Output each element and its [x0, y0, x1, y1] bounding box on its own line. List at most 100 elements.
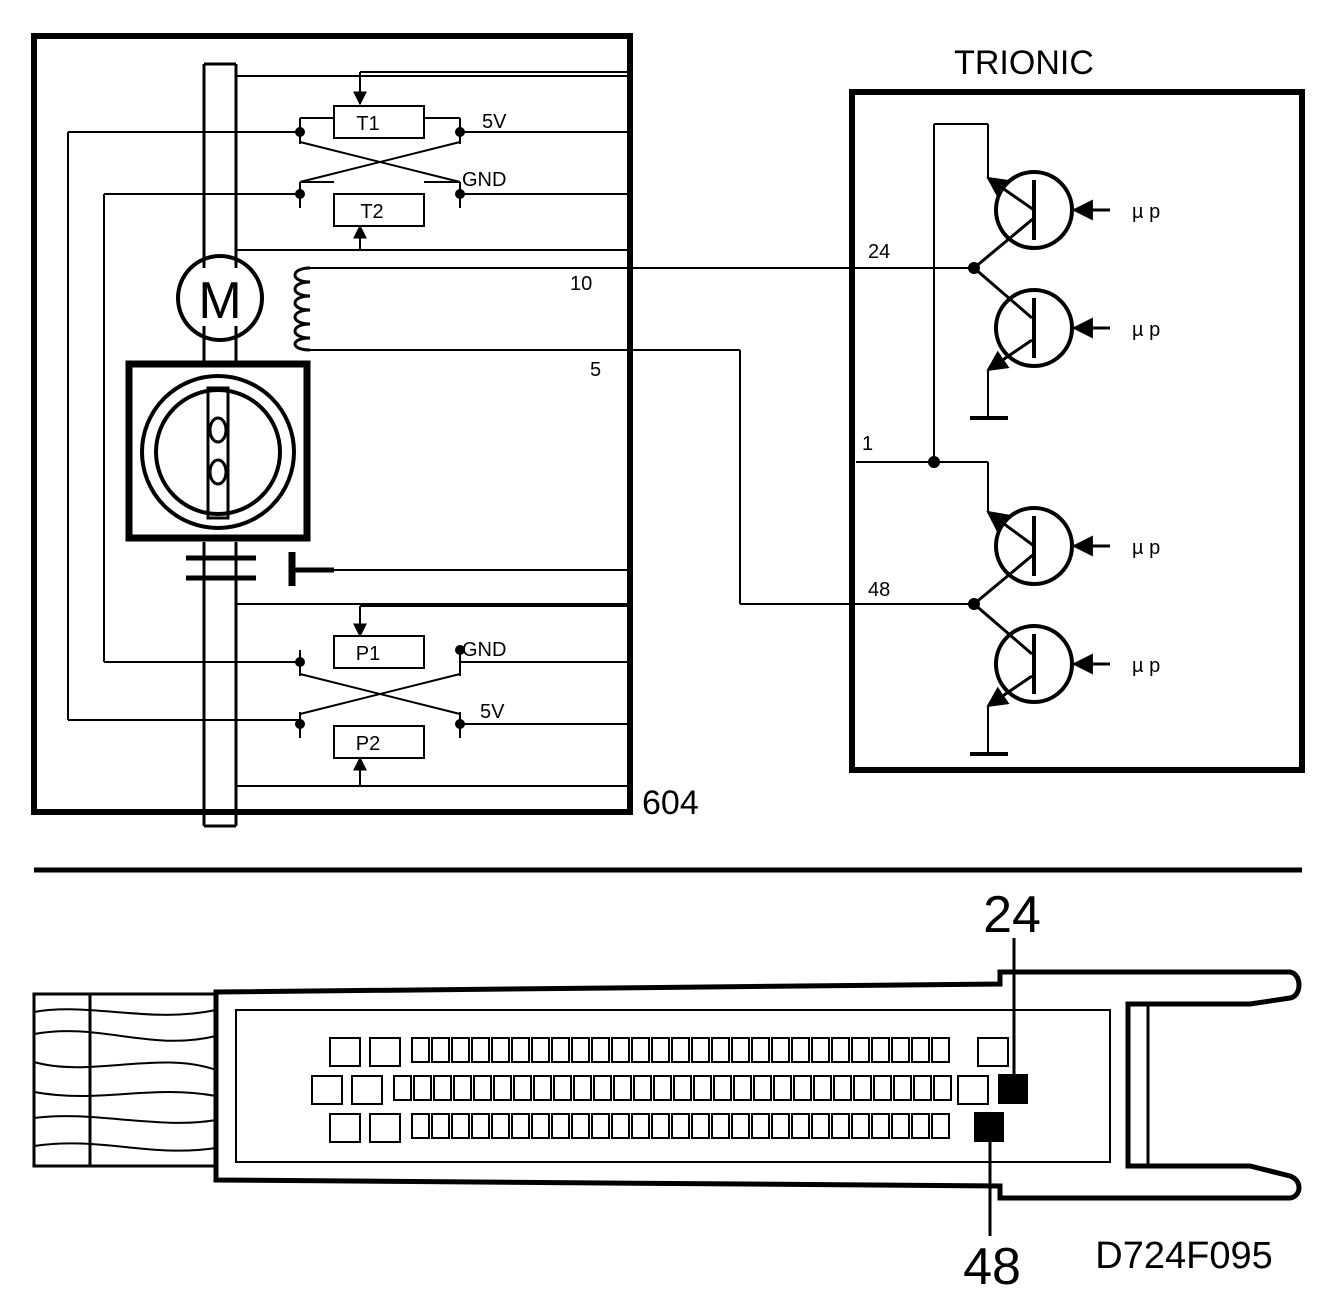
connector-pin-cell-large — [329, 1113, 361, 1143]
connector-pin-cell — [931, 1037, 950, 1063]
connector-pin-cell — [791, 1113, 810, 1139]
connector-pin-cell — [631, 1037, 650, 1063]
connector-pin-cell — [871, 1037, 890, 1063]
connector-pin-cell — [933, 1075, 952, 1101]
connector-pin-cell — [711, 1113, 730, 1139]
connector-pin-48 — [974, 1112, 1004, 1142]
sensor-p1-label: P1 — [356, 643, 380, 665]
sensor-t1-label: T1 — [356, 113, 379, 135]
transistor-q4-icon — [970, 602, 1110, 756]
connector-pin-cell — [751, 1113, 770, 1139]
tps-bottom-wiring — [68, 603, 628, 787]
connector-pin-cell-large — [957, 1075, 989, 1105]
wire-10-label: 10 — [570, 273, 592, 295]
connector-pin-cell — [671, 1037, 690, 1063]
connector-pin-cell — [653, 1075, 672, 1101]
connector-pin-cell — [533, 1075, 552, 1101]
connector-pin-cell — [833, 1075, 852, 1101]
connector-pin-cell-large — [311, 1075, 343, 1105]
connector-pin-cell — [453, 1075, 472, 1101]
connector-pin-cell — [573, 1075, 592, 1101]
connector-pin-cell — [451, 1037, 470, 1063]
connector-pin-cell — [613, 1075, 632, 1101]
connector-pin-cell — [713, 1075, 732, 1101]
connector-pin-cell — [891, 1113, 910, 1139]
connector-pin-cell — [611, 1037, 630, 1063]
connector-pin-cell — [913, 1075, 932, 1101]
connector-pin-cell — [893, 1075, 912, 1101]
connector-pin-cell — [873, 1075, 892, 1101]
connector-pin-cell — [911, 1037, 930, 1063]
connector-pin-cell — [551, 1113, 570, 1139]
q2-input-label: µ p — [1132, 319, 1160, 341]
connector-pin-cell — [631, 1113, 650, 1139]
connector-pin-cell-large — [351, 1075, 383, 1105]
connector-pin-cell — [693, 1075, 712, 1101]
connector-pin-cell — [431, 1113, 450, 1139]
connector-pin-cell — [591, 1037, 610, 1063]
connector-pin-cell — [773, 1075, 792, 1101]
connector-pin-cell — [571, 1037, 590, 1063]
figure-code: D724F095 — [1095, 1235, 1272, 1277]
connector-pin-cell — [731, 1037, 750, 1063]
connector-pin-cell — [511, 1037, 530, 1063]
module-frame — [31, 33, 633, 815]
connector-pin-cell — [433, 1075, 452, 1101]
connector-pin-cell — [411, 1037, 430, 1063]
connector-pin-cell — [591, 1113, 610, 1139]
connector-pin-cell — [551, 1037, 570, 1063]
transistor-q1-icon — [973, 170, 1110, 270]
sensor-p1 — [333, 635, 425, 669]
connector-pin-cell — [571, 1113, 590, 1139]
connector-pin-cell — [553, 1075, 572, 1101]
supply-5v-top: 5V — [482, 111, 507, 133]
connector-pin-48-label: 48 — [963, 1238, 1021, 1296]
sensor-p2 — [333, 725, 425, 759]
ecu-frame — [849, 89, 1305, 773]
connector-pin-cell — [673, 1075, 692, 1101]
connector-pin-cell — [851, 1113, 870, 1139]
harness-wires — [630, 267, 974, 605]
q3-input-label: µ p — [1132, 537, 1160, 559]
connector-pin-cell — [593, 1075, 612, 1101]
connector-pin-cell — [691, 1037, 710, 1063]
connector-pin-cell — [831, 1113, 850, 1139]
throttle-body — [125, 360, 311, 542]
connector-pin-cell-large — [977, 1037, 1009, 1067]
sensor-t1 — [333, 105, 425, 139]
connector-pin-cell — [611, 1113, 630, 1139]
connector-pin-cell — [531, 1113, 550, 1139]
motor-coil-icon — [293, 266, 630, 352]
connector-pin-cell — [413, 1075, 432, 1101]
connector-pin-cell — [651, 1113, 670, 1139]
connector-pin-cell — [493, 1075, 512, 1101]
connector-pin-cell — [471, 1037, 490, 1063]
supply-gnd-top: GND — [462, 169, 506, 191]
connector-pin-cell — [911, 1113, 930, 1139]
connector-pin-cell — [471, 1113, 490, 1139]
connector-pin-cell — [691, 1113, 710, 1139]
connector-pin-cell — [431, 1037, 450, 1063]
connector-pin-cell-large — [329, 1037, 361, 1067]
trionic-ecu: TRIONIC — [849, 44, 1305, 773]
connector-pin-cell — [671, 1113, 690, 1139]
sensor-p2-label: P2 — [356, 733, 380, 755]
connector-pin-cell — [451, 1113, 470, 1139]
ecu-title: TRIONIC — [954, 44, 1094, 82]
connector-pin-grid — [311, 1037, 1009, 1143]
connector-pin-cell — [931, 1113, 950, 1139]
sensor-t2-label: T2 — [360, 201, 383, 223]
connector-pin-cell — [473, 1075, 492, 1101]
connector-pin-cell — [831, 1037, 850, 1063]
ecu-pin-48-label: 48 — [868, 579, 890, 601]
transistor-q3-icon — [973, 506, 1110, 606]
connector-pin-cell — [733, 1075, 752, 1101]
connector-pin-cell — [531, 1037, 550, 1063]
connector-pin-cell — [711, 1037, 730, 1063]
connector-pin-cell — [851, 1037, 870, 1063]
connector-pin-24-label: 24 — [983, 886, 1041, 944]
connector-pin-cell — [633, 1075, 652, 1101]
transistor-q2-icon — [970, 266, 1110, 420]
ground-tab-icon — [288, 552, 628, 586]
